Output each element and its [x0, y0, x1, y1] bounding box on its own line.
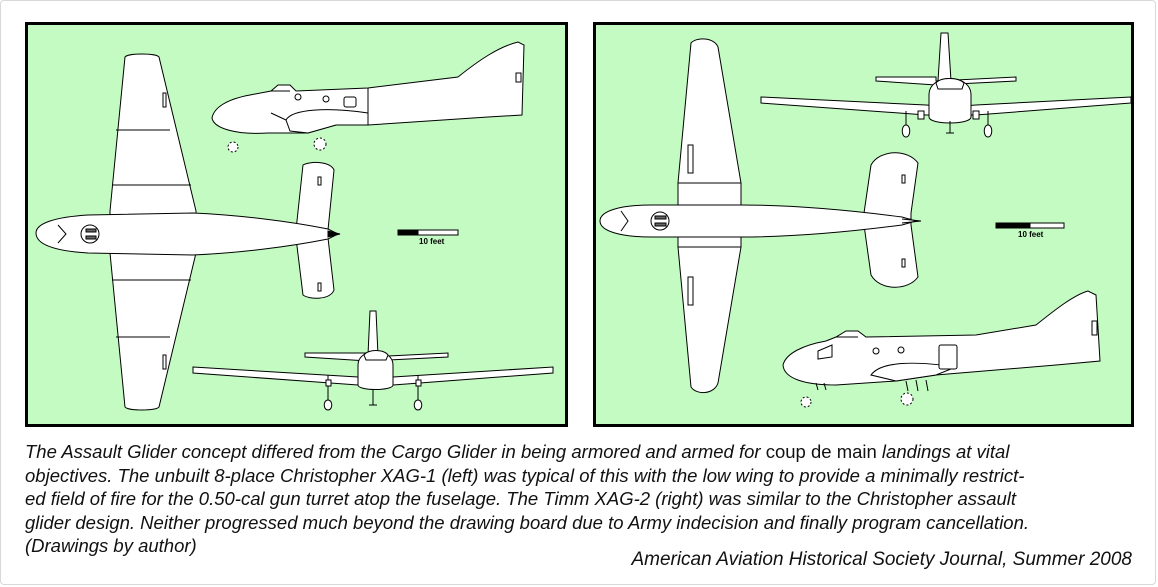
xag2-top-view	[599, 38, 922, 393]
xag2-side-view	[782, 290, 1101, 408]
caption-line-1b: coup de main	[765, 441, 877, 462]
figure-caption: The Assault Glider concept differed from…	[25, 440, 1140, 558]
xag1-top-view	[35, 53, 341, 411]
xag2-drawings	[599, 32, 1131, 408]
xag1-front-view	[192, 310, 554, 411]
drawing-panel-right: 10 feet	[593, 22, 1134, 427]
scale-label-right: 10 feet	[1018, 230, 1044, 239]
xag1-drawings	[35, 41, 554, 411]
scale-bar-left	[397, 229, 459, 236]
caption-line-1c: landings at vital	[876, 441, 1010, 462]
source-citation: American Aviation Historical Society Jou…	[631, 549, 1132, 570]
caption-line-2: objectives. The unbuilt 8-place Christop…	[25, 464, 1025, 486]
xag1-side-view	[211, 41, 525, 153]
caption-line-5: (Drawings by author)	[25, 535, 197, 556]
drawing-panel-left: 10 feet	[25, 22, 568, 427]
caption-line-3: ed field of fire for the 0.50-cal gun tu…	[25, 488, 1017, 509]
caption-line-4: glider design. Neither progressed much b…	[25, 511, 1030, 533]
scale-bar-right	[995, 222, 1065, 229]
xag2-front-view	[760, 32, 1131, 138]
scale-label-left: 10 feet	[419, 237, 445, 246]
caption-line-1a: The Assault Glider concept differed from…	[25, 441, 766, 462]
